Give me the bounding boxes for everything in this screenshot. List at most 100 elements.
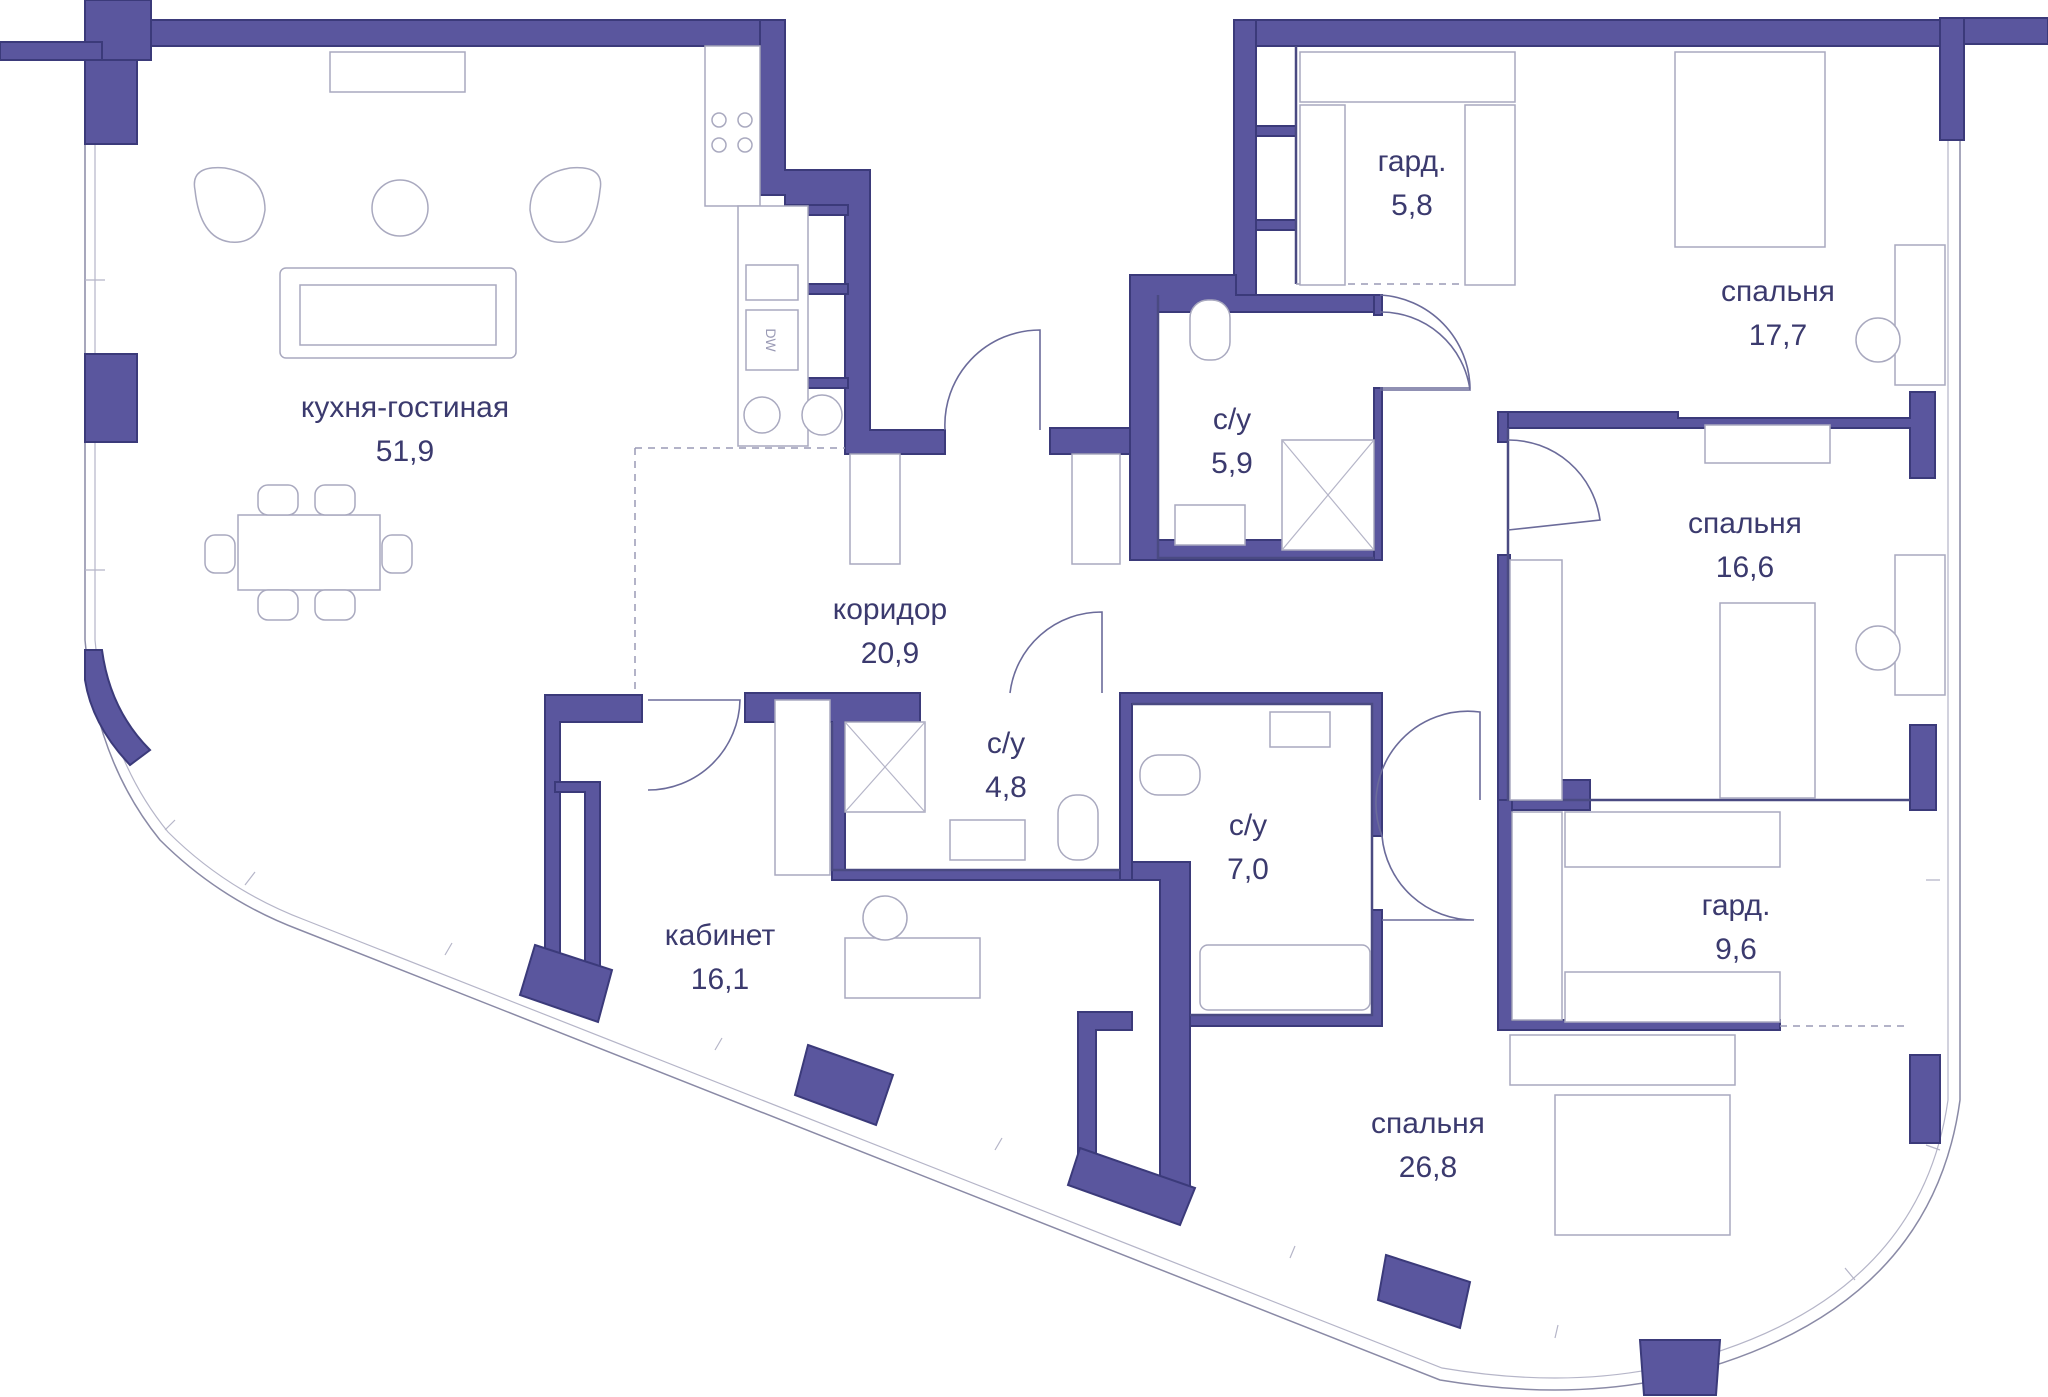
dishwasher (745, 309, 799, 371)
kitchen-fan-icon (743, 396, 781, 434)
wall-top-left-cap (0, 41, 103, 61)
bedroom2-bed (1719, 602, 1816, 799)
room-name: кухня-гостиная (300, 391, 510, 424)
wall-bedroom2-left (1497, 411, 1509, 443)
wardrobe2-shelf-left (1511, 811, 1563, 1021)
wall-wardrobe1-niche-2 (1255, 219, 1297, 231)
room-label-bath3: с/у 7,0 (1227, 804, 1269, 892)
living-corridor-divider (634, 447, 845, 695)
bedroom2-wardrobe (1509, 559, 1563, 801)
room-area: 26,8 (1398, 1151, 1458, 1184)
bedroom1-desk (1894, 244, 1946, 386)
room-area: 7,0 (1227, 853, 1269, 886)
wall-facade-pier-1 (518, 943, 614, 1024)
wall-left-pier-3 (84, 649, 152, 767)
room-area: 4,8 (985, 771, 1027, 804)
wall-bath1-right-low (1373, 387, 1383, 561)
stove-burner (711, 112, 727, 128)
wall-office-pillar (554, 781, 601, 971)
room-label-bath2: с/у 4,8 (985, 722, 1027, 810)
stove-burner (737, 112, 753, 128)
room-name: коридор (832, 593, 948, 626)
door-bath2 (1009, 611, 1103, 694)
dining-chair (257, 589, 299, 621)
room-area: 51,9 (375, 435, 435, 468)
bath1-outline (1156, 295, 1374, 560)
bedroom2-tv (1704, 424, 1831, 464)
bedroom2-desk (1894, 554, 1946, 696)
room-name: спальня (1688, 507, 1802, 540)
bedroom3-nightstands (1509, 1034, 1736, 1086)
room-name: с/у (1212, 403, 1252, 436)
wall-bath1-right (1373, 294, 1383, 316)
bath2-toilet (1057, 794, 1099, 861)
door-bedroom1 (1379, 294, 1471, 389)
dining-chair (257, 484, 299, 516)
sofa-seat (299, 284, 497, 346)
wall-kitchen-niche-3 (807, 377, 849, 389)
dining-chair (314, 589, 356, 621)
stove-burner (711, 137, 727, 153)
wardrobe2-shelf-top (1564, 811, 1781, 868)
dining-chair (204, 534, 236, 574)
door-office (647, 699, 741, 791)
bath3-sink (1269, 711, 1331, 748)
bath1-shower-cross (1281, 439, 1375, 551)
room-area: 5,9 (1211, 447, 1253, 480)
wall-left-pier-2 (84, 353, 138, 443)
wardrobe1-shelf-top (1299, 51, 1516, 103)
kitchen-counter (704, 45, 761, 207)
room-name: с/у (1228, 809, 1268, 842)
bath3-outline (1132, 702, 1374, 1017)
dining-chair (314, 484, 356, 516)
wall-kitchen-niche-2 (807, 283, 849, 295)
wall-top-left-corner (84, 0, 152, 61)
wall-shaft-2 (1077, 1011, 1133, 1171)
bedroom1-chair (1855, 317, 1901, 363)
wall-kitchen (759, 19, 946, 455)
outer-glazing-line-inner (94, 60, 1949, 1379)
room-area: 16,6 (1715, 551, 1775, 584)
wall-top-left (84, 19, 786, 47)
wall-bath3-shaft (1131, 861, 1191, 1191)
room-label-office: кабинет 16,1 (665, 914, 775, 1002)
office-chair (862, 895, 908, 941)
room-label-living: кухня-гостиная 51,9 (301, 386, 509, 474)
bedroom2-chair (1855, 625, 1901, 671)
dishwasher-label: DW (763, 328, 779, 352)
tv-stand (329, 51, 466, 93)
wall-bedroom2-bottom-right (1909, 724, 1937, 811)
wall-facade-pier-2 (793, 1043, 895, 1127)
wall-facade-pier-4 (1376, 1253, 1472, 1330)
wardrobe1-shelf-left (1299, 104, 1346, 286)
bath2-outline (830, 722, 1120, 872)
room-name: спальня (1721, 275, 1835, 308)
room-area: 5,8 (1391, 189, 1433, 222)
office-bookcase (774, 699, 831, 876)
door-bath1 (1379, 311, 1471, 391)
room-area: 20,9 (860, 637, 920, 670)
room-name: гард. (1701, 889, 1771, 922)
coffee-table (371, 179, 429, 237)
armchair-right (529, 166, 602, 243)
bedroom1-bed (1674, 51, 1826, 248)
room-area: 17,7 (1748, 319, 1808, 352)
door-bedroom2 (1507, 439, 1601, 531)
wardrobe1-shelf-right (1464, 104, 1516, 286)
room-name: гард. (1377, 145, 1447, 178)
bath3-toilet (1139, 754, 1201, 796)
bedroom2-outline (1506, 428, 1910, 802)
wall-corridor-stub (1049, 427, 1131, 455)
wall-left-pier-1 (84, 59, 138, 145)
wall-right-corner (1939, 17, 1965, 141)
armchair-left (193, 166, 266, 243)
door-kitchen-corridor (944, 329, 1041, 431)
outer-glazing-line (84, 60, 1961, 1391)
wall-wardrobe1-niche-1 (1255, 125, 1297, 137)
wardrobe2-shelf-bottom (1564, 971, 1781, 1023)
dining-chair (381, 534, 413, 574)
office-desk (844, 937, 981, 999)
room-label-bedroom3: спальня 26,8 (1371, 1102, 1485, 1190)
wall-facade-pier-5 (1638, 1339, 1722, 1396)
